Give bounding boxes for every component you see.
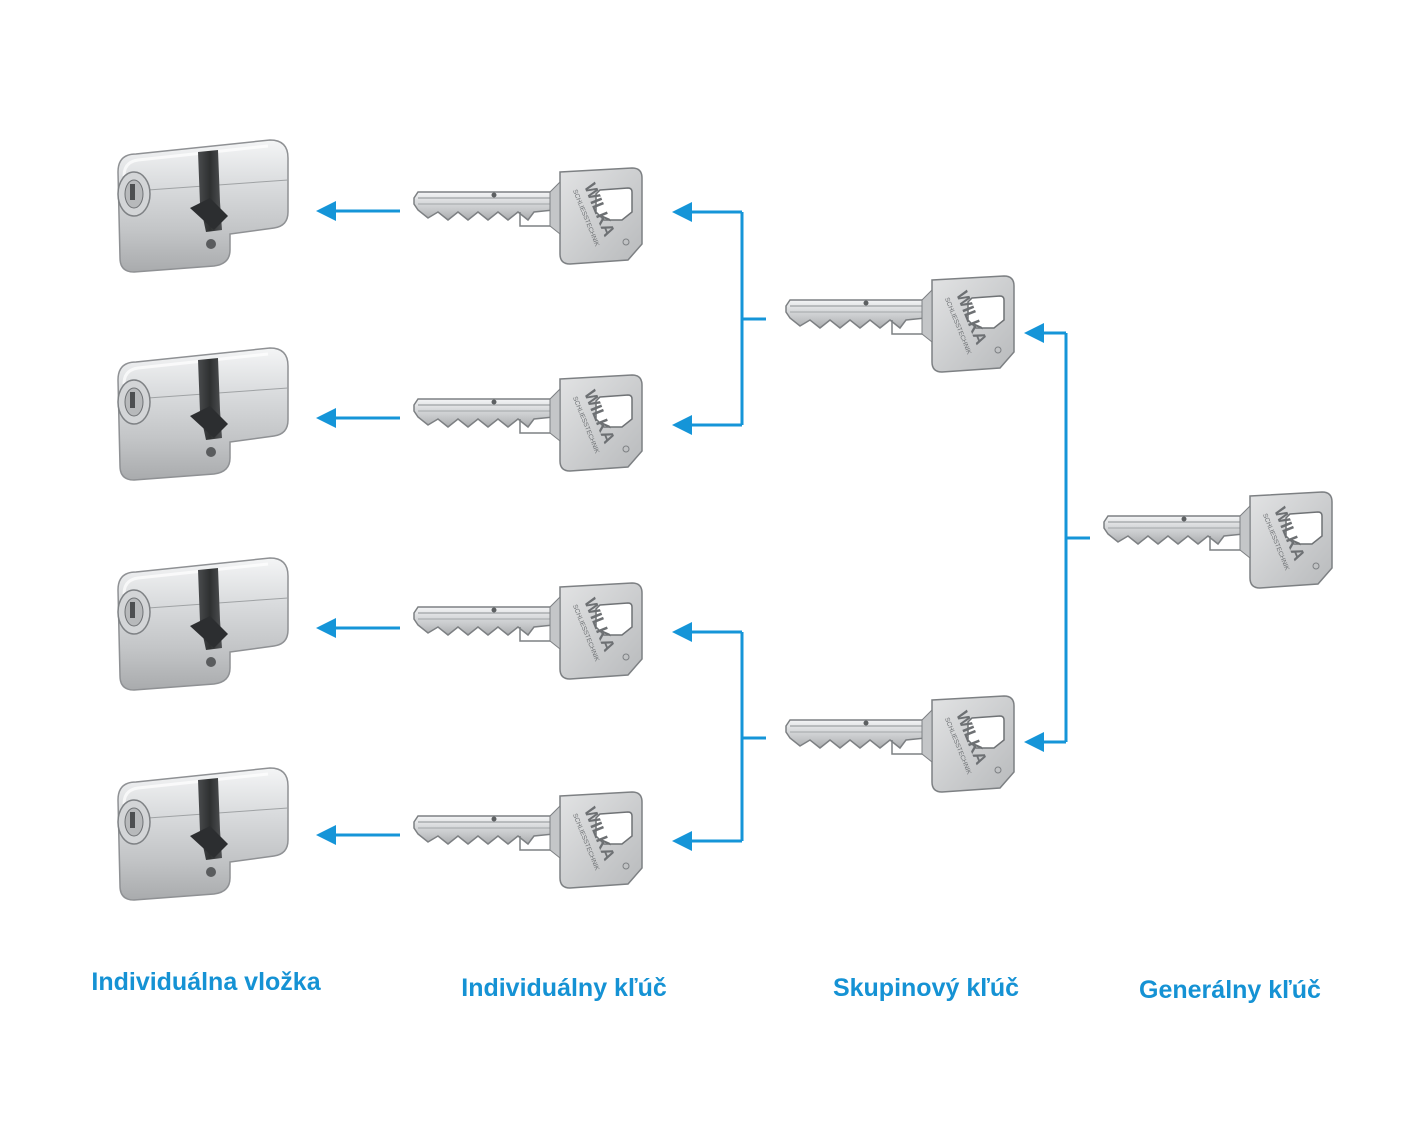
arrow-to-individual-key-1-head [672, 202, 692, 222]
label-master-key: Generálny kľúč [1139, 976, 1321, 1004]
cylinder-lock-2 [116, 346, 290, 482]
label-individual-cylinder: Individuálna vložka [91, 968, 321, 996]
cylinder-lock-1 [116, 138, 290, 274]
cylinder-lock-3 [116, 556, 290, 692]
arrow-to-individual-key-3-head [672, 622, 692, 642]
arrow-to-cylinder-3-head [316, 618, 336, 638]
arrow-to-individual-key-4-head [672, 831, 692, 851]
arrow-to-cylinder-1-head [316, 201, 336, 221]
arrow-to-cylinder-2-head [316, 408, 336, 428]
arrow-to-individual-key-2-head [672, 415, 692, 435]
label-individual-key: Individuálny kľúč [461, 974, 667, 1002]
arrow-to-group-key-1-head [1024, 323, 1044, 343]
label-group-key: Skupinový kľúč [832, 974, 1020, 1002]
arrow-to-cylinder-4-head [316, 825, 336, 845]
arrow-to-group-key-2-head [1024, 732, 1044, 752]
connector-arrows [316, 201, 1090, 851]
cylinder-lock-4 [116, 766, 290, 902]
